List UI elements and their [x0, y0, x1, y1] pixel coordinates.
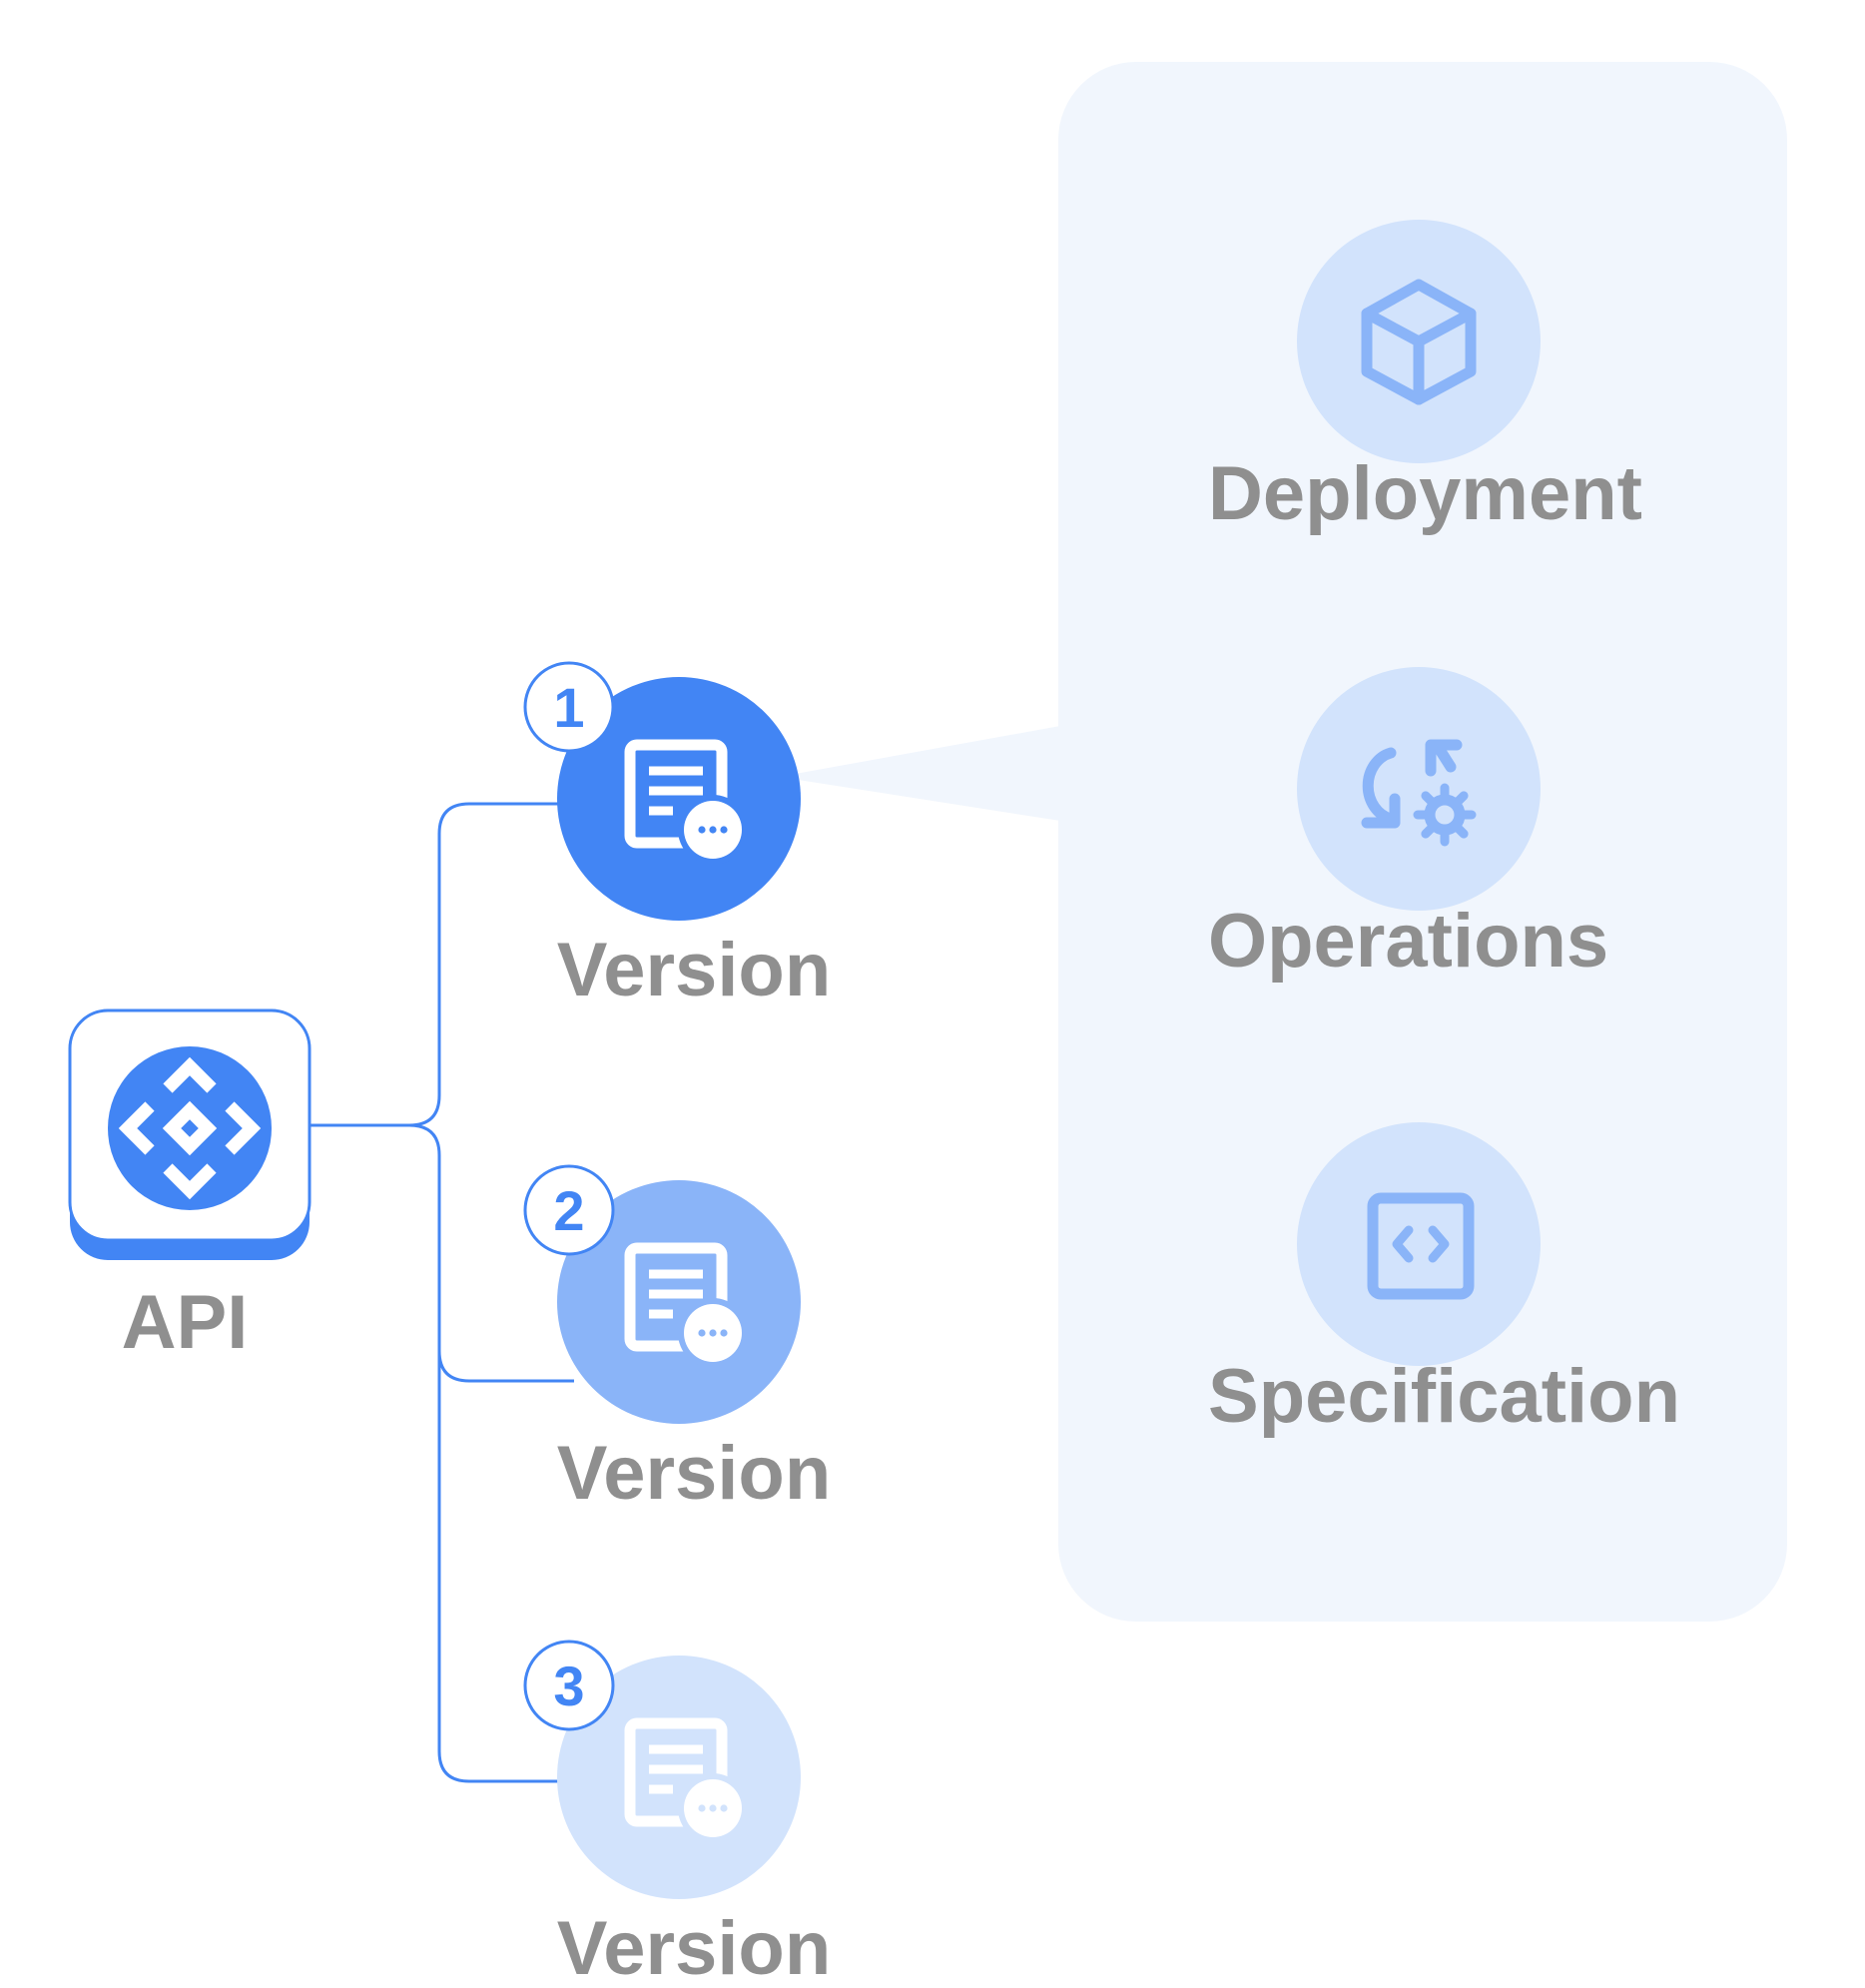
api-node[interactable]: API [68, 1008, 311, 1365]
version-number: 3 [553, 1655, 584, 1717]
version-document-icon [624, 1242, 748, 1368]
api-label: API [122, 1280, 249, 1365]
version-document-icon [624, 1717, 748, 1843]
panel-pointer [779, 726, 1060, 821]
connector-api-to-v2-v3 [408, 1123, 559, 1783]
panel-item-specification[interactable]: Specification [1208, 1122, 1680, 1439]
version-number: 1 [553, 676, 584, 739]
code-brackets-icon [1367, 1192, 1475, 1300]
apigee-diamond-icon [108, 1046, 272, 1210]
tree-connectors [310, 802, 574, 1783]
panel-item-deployment[interactable]: Deployment [1208, 220, 1642, 536]
panel-item-circle [1297, 667, 1541, 911]
version-label: Version [557, 928, 832, 1012]
version-document-icon [624, 739, 748, 865]
connector-v2 [437, 1350, 574, 1383]
panel-item-operations[interactable]: Operations [1208, 667, 1608, 984]
panel-item-label: Deployment [1208, 451, 1642, 536]
version-label: Version [557, 1906, 832, 1988]
version-circle [557, 1656, 801, 1899]
version-number-badge: 2 [523, 1164, 615, 1256]
version-circle [557, 1180, 801, 1424]
connector-api-to-v1 [310, 802, 559, 1127]
version-number: 2 [553, 1179, 584, 1242]
panel-item-label: Operations [1208, 899, 1608, 984]
version-label: Version [557, 1431, 832, 1516]
cube-icon [1361, 279, 1477, 405]
operations-refresh-gear-icon [1361, 739, 1477, 847]
panel-item-label: Specification [1208, 1354, 1680, 1439]
version-circle [557, 677, 801, 921]
panel-item-circle [1297, 1122, 1541, 1366]
version-number-badge: 1 [523, 661, 615, 753]
version-number-badge: 3 [523, 1640, 615, 1731]
